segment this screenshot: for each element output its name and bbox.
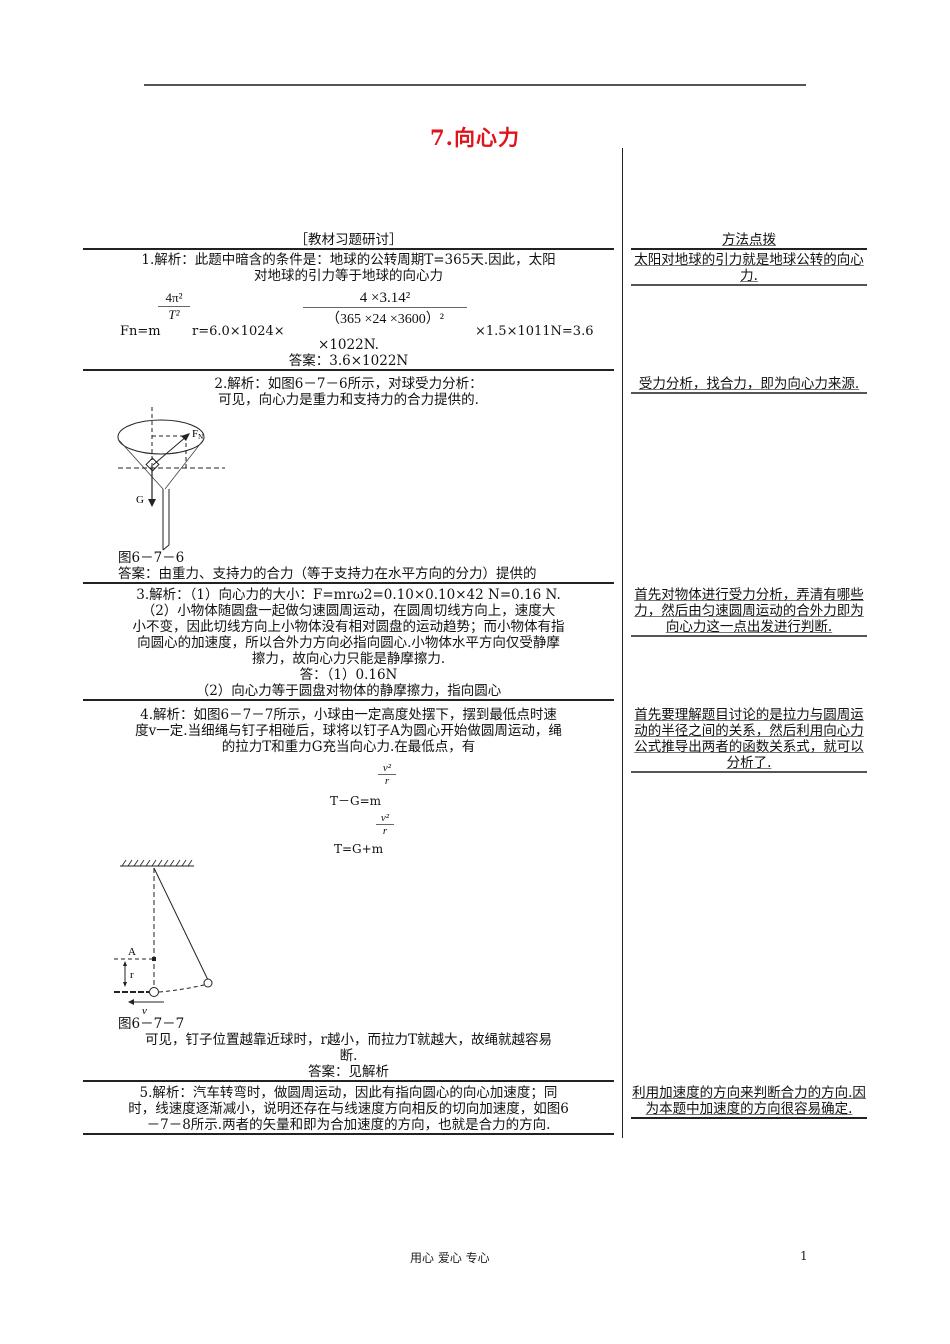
item-4-conclusion-line: 可见，钉子位置越靠近球时，r越小，而拉力T就越大，故绳就越容易 [145,1032,552,1048]
funnel-force-diagram: FN G [117,407,225,551]
tip-text: 利用加速度的方向来判断合力的方向.因为本题中加速度的方向很容易确定. [632,1085,866,1117]
item-2-text: 2.解析：如图6－7－6所示，对球受力分析： 可见，向心力是重力和支持力的合力提… [83,376,614,408]
tip-text: 首先要理解题目讨论的是拉力与圆周运动的半径之间的关系，然后利用向心力公式推导出两… [634,707,864,771]
item-2-line: 2.解析：如图6－7－6所示，对球受力分析： [214,376,483,392]
item-3-line: （2）小物体随圆盘一起做匀速圆周运动，在圆周切线方向上，速度大 [141,603,556,619]
page-number: 1 [800,1249,808,1263]
page-title: 7.向心力 [430,125,520,150]
equation-lhs: T－G=m [330,794,382,808]
item-4-answer: 答案：见解析 [308,1064,389,1080]
item-1-text: 1.解析：此题中暗含的条件是：地球的公转周期T=365天.因此，太阳 对地球的引… [83,252,614,284]
item-1-tip: 太阳对地球的引力就是地球公转的向心力. [631,252,867,286]
pendulum-diagram: A r v [114,859,213,1017]
item-3-answer: （2）向心力等于圆盘对物体的静摩擦力，指向圆心 [195,683,502,699]
item-4-conclusion: 图6－7－7 可见，钉子位置越靠近球时，r越小，而拉力T就越大，故绳就越容易 断… [83,1016,614,1082]
fraction-denominator: r [384,775,390,787]
item-3-answer: 答：（1）0.16N [299,667,398,683]
item-1-line: 对地球的引力等于地球的向心力 [254,268,443,284]
figure-caption: 图6－7－7 [118,1016,185,1032]
item-5-line: －7－8所示.两者的矢量和即为合加速度的方向，也就是合力的方向. [146,1117,551,1133]
item-1-line: 1.解析：此题中暗含的条件是：地球的公转周期T=365天.因此，太阳 [141,252,556,268]
item-2-answer: 答案：由重力、支持力的合力（等于支持力在水平方向的分力）提供的 [118,566,537,582]
item-4-text: 4.解析：如图6－7－7所示，小球由一定高度处摆下，摆到最低点时速 度v一定.当… [83,707,614,755]
item-3-tip: 首先对物体进行受力分析，弄清有哪些力，然后由匀速圆周运动的合外力即为向心力这一点… [631,587,867,637]
fraction-numerator: v² [378,762,396,775]
formula-suffix: ×1.5×1011N=3.6 [475,324,594,339]
tips-header-label: 方法点拨 [722,232,776,248]
item-1-answer: 答案：3.6×1022N [288,353,409,369]
formula-prefix: Fn=m [120,324,161,339]
item-3-line: 3.解析：（1）向心力的大小：F=mrω2=0.10×0.10×42 N=0.1… [136,587,561,603]
tip-text: 受力分析，找合力，即为向心力来源. [638,376,860,392]
item-2-tip: 受力分析，找合力，即为向心力来源. [631,376,867,394]
item-3-line: 小不变，因此切线方向上小物体没有相对圆盘的运动趋势；而小物体有指 [132,619,565,635]
item-3-line: 向圆心的加速度，所以合外力方向必指向圆心.小物体水平方向仅受静摩 [137,635,560,651]
item-4-line: 4.解析：如图6－7－7所示，小球由一定高度处摆下，摆到最低点时速 [140,707,557,723]
fraction-numerator: v² [376,812,394,825]
tip-text: 首先对物体进行受力分析，弄清有哪些力，然后由匀速圆周运动的合外力即为向心力这一点… [634,587,864,635]
section-header-label: ［教材习题研讨］ [294,232,403,248]
fraction-denominator: （365 ×24 ×3600）² [326,312,444,327]
item-4-tip: 首先要理解题目讨论的是拉力与圆周运动的半径之间的关系，然后利用向心力公式推导出两… [631,707,867,773]
formula-continuation: ×1022N. [318,337,379,353]
label-r: r [130,969,134,981]
item-4-line: 的拉力T和重力G充当向心力.在最低点，有 [221,739,476,755]
fraction: 4π² T² [158,290,190,323]
formula-middle: r=6.0×1024× [192,324,285,339]
tip-text: 太阳对地球的引力就是地球公转的向心力. [634,252,864,284]
item-5-line: 5.解析：汽车转弯时，做圆周运动，因此有指向圆心的向心加速度；同 [139,1085,558,1101]
g-label: G [136,494,144,506]
item-4-line: 度v一定.当细绳与钉子相碰后，球将以钉子A为圆心开始做圆周运动，绳 [135,723,562,739]
fn-label: FN [192,428,203,441]
item-2-line: 可见，向心力是重力和支持力的合力提供的. [218,392,479,408]
item-5-tip: 利用加速度的方向来判断合力的方向.因为本题中加速度的方向很容易确定. [631,1085,867,1119]
fraction-denominator: T² [168,307,180,322]
header-rule [144,84,806,86]
figure-caption: 图6－7－6 [118,550,185,566]
footer-motto: 用心 爱心 专心 [410,1251,490,1265]
item-3-block: 3.解析：（1）向心力的大小：F=mrω2=0.10×0.10×42 N=0.1… [83,587,614,701]
section-header: ［教材习题研讨］ [83,232,614,250]
fraction: v² r [376,812,394,837]
fraction-denominator: r [382,825,388,837]
fraction: 4 ×3.14² （365 ×24 ×3600）² [303,290,467,328]
item-5-block: 5.解析：汽车转弯时，做圆周运动，因此有指向圆心的向心加速度；同 时，线速度逐渐… [83,1085,614,1135]
label-v: v [142,1005,147,1017]
equation-lhs: T=G+m [334,842,384,856]
label-a: A [128,946,136,958]
item-2-caption-answer: 图6－7－6 答案：由重力、支持力的合力（等于支持力在水平方向的分力）提供的 [83,550,614,584]
fraction-numerator: 4 ×3.14² [303,290,467,308]
item-5-line: 时，线速度逐渐减小，说明还存在与线速度方向相反的切向加速度，如图6 [128,1101,569,1117]
fraction: v² r [378,762,396,787]
tips-header: 方法点拨 [631,232,867,250]
item-4-conclusion-line: 断. [339,1048,358,1064]
item-1-answer-block: ×1022N. 答案：3.6×1022N [83,337,614,371]
fraction-numerator: 4π² [158,290,190,307]
column-divider [622,148,623,1138]
item-3-line: 擦力，故向心力只能是静摩擦力. [251,651,446,667]
